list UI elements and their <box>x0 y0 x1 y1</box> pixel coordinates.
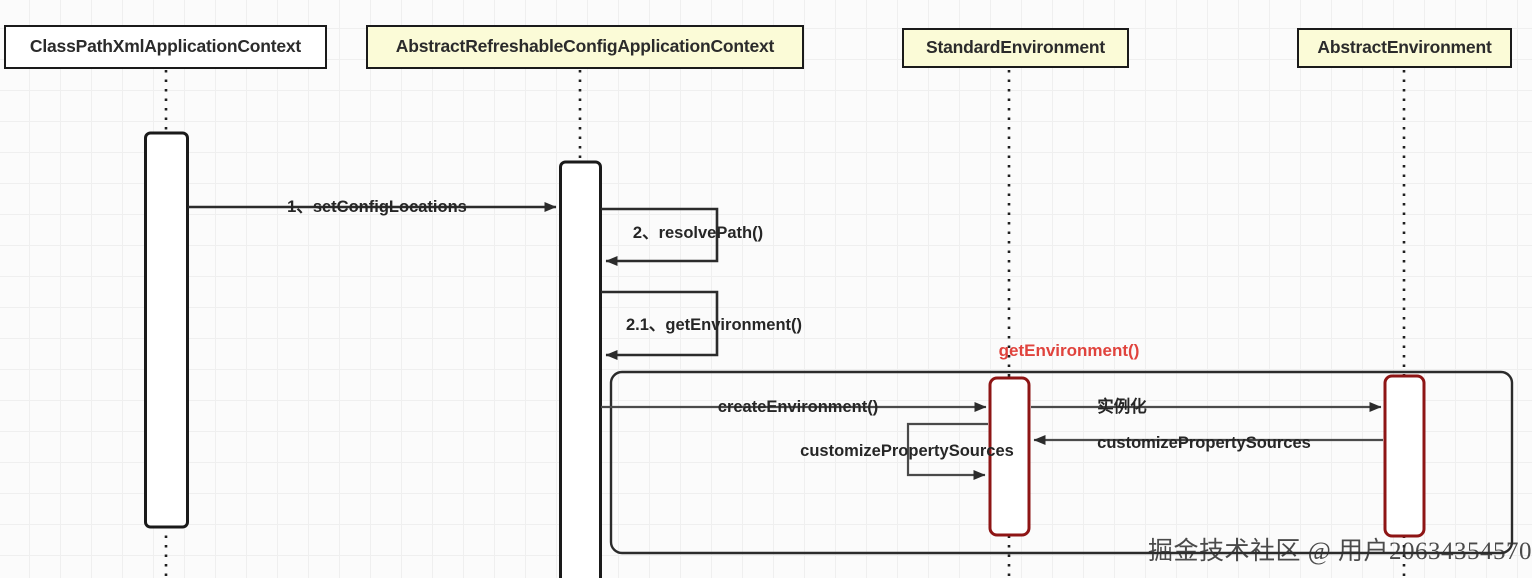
activation-bar-standardenvironment <box>988 376 1031 537</box>
participant-label: AbstractEnvironment <box>1317 37 1492 58</box>
message-label-createenvironment: createEnvironment() <box>717 398 879 416</box>
message-label-getenvironment: 2.1、getEnvironment() <box>625 316 803 334</box>
message-label-resolvepath: 2、resolvePath() <box>632 224 764 242</box>
participant-label: AbstractRefreshableConfigApplicationCont… <box>395 36 775 57</box>
message-arrow-resolvepath-self <box>601 207 719 266</box>
participant-abstractenvironment[interactable]: AbstractEnvironment <box>1297 28 1512 68</box>
activation-bar-abstractenvironment <box>1383 374 1426 538</box>
participant-abstractrefreshableconfigapplicationcontext[interactable]: AbstractRefreshableConfigApplicationCont… <box>366 25 804 69</box>
participant-label: ClassPathXmlApplicationContext <box>29 36 302 57</box>
watermark-text: 掘金技术社区 @ 用户20634354570 <box>1148 538 1532 565</box>
activation-bar-abstractrefreshableconfigapplicationcontext <box>559 160 602 578</box>
message-label-customizepropertysources-self: customizePropertySources <box>800 442 1014 460</box>
participant-classpathxmlapplicationcontext[interactable]: ClassPathXmlApplicationContext <box>4 25 327 69</box>
activation-bar-classpathxmlapplicationcontext <box>144 131 189 529</box>
message-label-instantiate: 实例化 <box>1097 398 1147 416</box>
fragment-frame-getenvironment <box>609 370 1514 555</box>
message-arrow-getenvironment-self <box>601 290 719 360</box>
message-label-setconfiglocations: 1、setConfigLocations <box>287 198 467 216</box>
annotation-label-getenvironment: getEnvironment() <box>998 341 1140 360</box>
message-label-customizepropertysources-return: customizePropertySources <box>1097 434 1311 452</box>
participant-label: StandardEnvironment <box>925 37 1105 58</box>
participant-standardenvironment[interactable]: StandardEnvironment <box>902 28 1129 68</box>
message-arrow-customizepropertysources-self <box>906 422 988 480</box>
